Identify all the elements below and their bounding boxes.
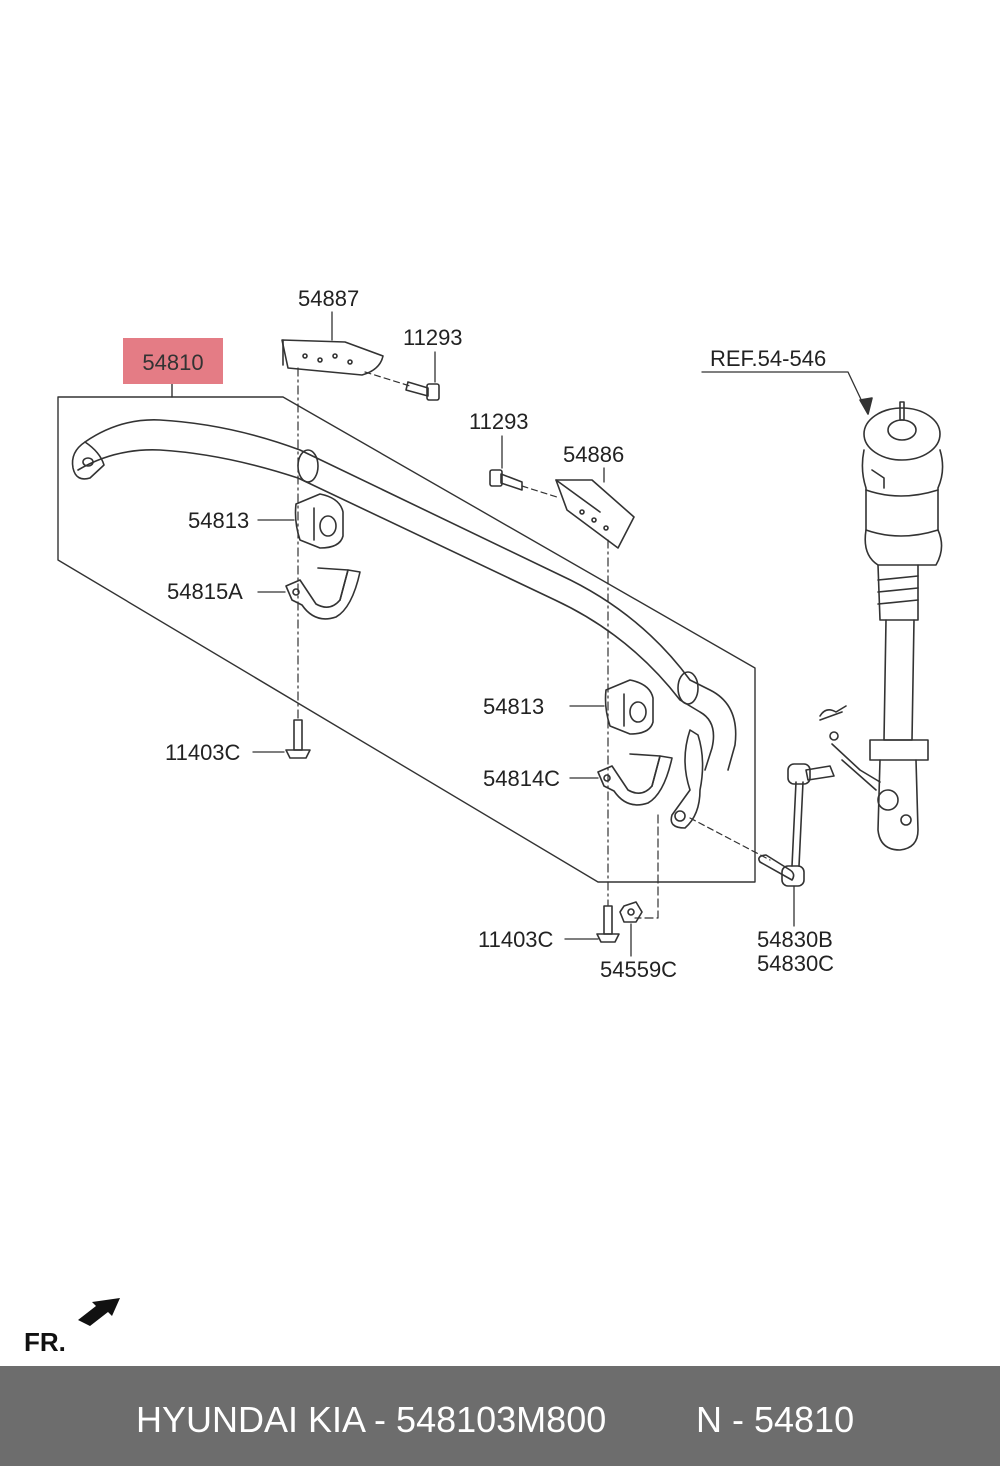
callout-11403C-left: 11403C xyxy=(165,740,241,765)
exploded-parts-diagram xyxy=(57,311,944,1326)
bolt-11403C-right xyxy=(596,905,620,943)
callout-54559C: 54559C xyxy=(600,957,678,982)
callout-54813-right: 54813 xyxy=(483,694,545,719)
air-strut xyxy=(819,401,944,851)
stabilizer-link xyxy=(758,763,835,887)
callout-11293-left: 11293 xyxy=(403,325,463,350)
callout-54887: 54887 xyxy=(298,286,360,311)
bolt-11403C-left xyxy=(285,719,311,759)
bushing-54813-right xyxy=(604,679,654,735)
callout-54886: 54886 xyxy=(563,442,625,467)
direction-label: FR. xyxy=(24,1327,66,1357)
main-part-highlight: 54810 xyxy=(123,338,223,384)
bolt-11293-right xyxy=(489,469,523,491)
bracket-54886 xyxy=(555,479,635,549)
callout-54814C: 54814C xyxy=(483,766,561,791)
assembly-frame xyxy=(57,396,756,883)
callout-11403C-right: 11403C xyxy=(478,927,554,952)
callout-11293-right: 11293 xyxy=(469,409,529,434)
main-part-number: 54810 xyxy=(142,350,204,375)
footer-ref: N - 54810 xyxy=(696,1399,855,1440)
callout-ref: REF.54-546 xyxy=(710,346,827,371)
bracket-54887 xyxy=(281,339,384,376)
callout-54830C: 54830C xyxy=(757,951,835,976)
clamp-54814C xyxy=(597,753,673,806)
callout-54830B: 54830B xyxy=(757,927,833,952)
clamp-54815A xyxy=(285,567,361,620)
footer-brand-part: HYUNDAI KIA - 548103M800 xyxy=(136,1399,607,1440)
forward-arrow-icon xyxy=(78,1298,120,1326)
nut-54559C xyxy=(619,901,643,923)
callout-54813-left: 54813 xyxy=(188,508,250,533)
bolt-11293-left xyxy=(405,381,440,401)
callout-54815A: 54815A xyxy=(167,579,243,604)
bushing-54813-left xyxy=(294,493,344,549)
footer-banner: HYUNDAI KIA - 548103M800 N - 54810 xyxy=(0,1366,1000,1466)
